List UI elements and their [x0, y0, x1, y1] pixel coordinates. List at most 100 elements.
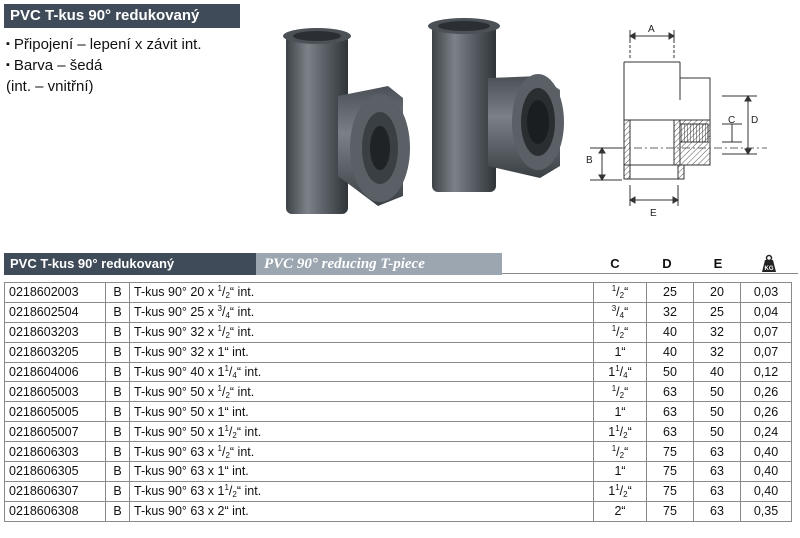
- col-header-c: C: [610, 256, 620, 271]
- desc-denominator: 2: [232, 430, 237, 440]
- cell-d: 50: [646, 361, 694, 383]
- desc-text: T-kus 90° 63 x 2“ int.: [134, 504, 249, 519]
- cell-description: T-kus 90° 32 x 1/2“ int.: [129, 321, 594, 343]
- c-slash: /: [619, 484, 624, 499]
- cell-e: 32: [693, 321, 741, 343]
- cell-type: B: [105, 441, 130, 463]
- cell-e: 63: [693, 441, 741, 463]
- cell-c: 1/2“: [593, 441, 647, 463]
- cell-e: 25: [693, 301, 741, 323]
- spec-title-cz: PVC T-kus 90° redukovaný: [4, 253, 256, 275]
- c-denominator: 2: [623, 430, 628, 440]
- c-slash: /: [616, 285, 620, 300]
- desc-text: T-kus 90° 63 x: [134, 444, 218, 459]
- c-denominator: 2: [619, 450, 625, 460]
- desc-denominator: 2: [225, 390, 230, 400]
- cell-code: 0218602504: [4, 301, 106, 323]
- cell-description: T-kus 90° 50 x 11/2“ int.: [129, 421, 594, 443]
- cell-e: 50: [693, 421, 741, 443]
- cell-description: T-kus 90° 63 x 1/2“ int.: [129, 441, 594, 463]
- c-numerator: 1: [611, 443, 617, 453]
- cell-code: 0218606305: [4, 461, 106, 482]
- desc-suffix: “ int.: [229, 305, 255, 320]
- c-numerator: 1: [611, 383, 617, 393]
- cell-d: 63: [646, 381, 694, 403]
- c-suffix: “: [627, 365, 632, 379]
- cell-d: 75: [646, 500, 694, 522]
- desc-numerator: 1: [217, 284, 222, 294]
- desc-whole: 1: [217, 484, 225, 499]
- cell-e: 63: [693, 500, 741, 522]
- cell-type: B: [105, 381, 130, 403]
- cell-e: 50: [693, 381, 741, 403]
- cell-description: T-kus 90° 40 x 11/4“ int.: [129, 361, 594, 383]
- cell-weight: 0,40: [740, 461, 792, 482]
- c-suffix: “: [624, 444, 629, 459]
- technical-drawing: A C D B E: [586, 24, 767, 219]
- desc-slash: /: [221, 285, 226, 300]
- c-suffix: “: [624, 305, 629, 320]
- desc-denominator: 2: [225, 331, 230, 341]
- c-denominator: 2: [619, 331, 625, 341]
- cell-code: 0218603205: [4, 341, 106, 363]
- desc-denominator: 2: [225, 450, 230, 460]
- c-whole: 2“: [614, 504, 626, 519]
- c-denominator: 2: [623, 490, 628, 500]
- cell-type: B: [105, 401, 130, 423]
- cell-code: 0218604006: [4, 361, 106, 383]
- c-suffix: “: [624, 384, 629, 399]
- cell-d: 40: [646, 341, 694, 363]
- cell-d: 32: [646, 301, 694, 323]
- desc-numerator: 1: [217, 324, 222, 334]
- desc-text: T-kus 90° 63 x: [134, 484, 218, 499]
- cell-weight: 0,26: [740, 401, 792, 423]
- desc-whole: 1: [217, 365, 225, 379]
- cell-c: 11/2“: [593, 480, 647, 502]
- tee-left-image: [283, 28, 410, 214]
- cell-code: 0218605003: [4, 381, 106, 403]
- cell-type: B: [105, 282, 130, 303]
- desc-suffix: “ int.: [229, 285, 255, 300]
- cell-c: 1“: [593, 341, 647, 363]
- cell-description: T-kus 90° 63 x 1“ int.: [129, 461, 594, 482]
- cell-c: 1“: [593, 461, 647, 482]
- cell-weight: 0,03: [740, 282, 792, 303]
- desc-slash: /: [221, 444, 226, 459]
- product-photo: [283, 18, 564, 214]
- cell-weight: 0,40: [740, 480, 792, 502]
- cell-code: 0218605007: [4, 421, 106, 443]
- desc-text: T-kus 90° 40 x: [134, 365, 218, 379]
- cell-d: 75: [646, 441, 694, 463]
- cell-type: B: [105, 480, 130, 502]
- cell-d: 75: [646, 480, 694, 502]
- cell-description: T-kus 90° 50 x 1“ int.: [129, 401, 594, 423]
- cell-type: B: [105, 341, 130, 363]
- c-numerator: 1: [611, 284, 617, 294]
- desc-numerator: 1: [224, 423, 229, 433]
- cell-c: 1/2“: [593, 381, 647, 403]
- cell-weight: 0,12: [740, 361, 792, 383]
- cell-c: 1/2“: [593, 282, 647, 303]
- page-title: PVC T-kus 90° redukovaný: [4, 4, 240, 28]
- c-whole: 1: [608, 424, 616, 439]
- cell-weight: 0,26: [740, 381, 792, 403]
- desc-numerator: 1: [217, 443, 222, 453]
- cell-type: B: [105, 421, 130, 443]
- cell-type: B: [105, 500, 130, 522]
- cell-code: 0218603203: [4, 321, 106, 343]
- c-whole: 1“: [614, 345, 626, 360]
- cell-description: T-kus 90° 50 x 1/2“ int.: [129, 381, 594, 403]
- desc-suffix: “ int.: [236, 484, 262, 499]
- cell-e: 63: [693, 461, 741, 482]
- desc-suffix: “ int.: [229, 444, 255, 459]
- c-denominator: 4: [623, 371, 628, 380]
- c-whole: 1“: [614, 404, 626, 419]
- col-header-d: D: [662, 256, 672, 271]
- desc-text: T-kus 90° 50 x 1“ int.: [134, 404, 249, 419]
- cell-code: 0218602003: [4, 282, 106, 303]
